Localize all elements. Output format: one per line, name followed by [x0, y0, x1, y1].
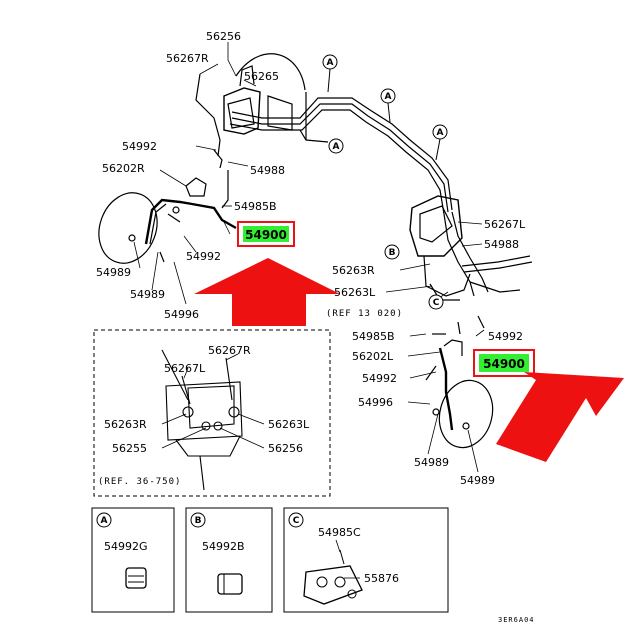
callout-c: C: [428, 294, 444, 310]
red-arrow-diagonal-icon: [496, 372, 624, 462]
label-56202R: 56202R: [102, 162, 145, 175]
highlight-54900-right: 54900: [473, 349, 535, 377]
label-54989-left2: 54989: [130, 288, 165, 301]
label-box-56256: 56256: [268, 442, 303, 455]
right-brake-hose-assembly: [425, 315, 494, 449]
label-54985B-left: 54985B: [234, 200, 277, 213]
svg-text:A: A: [437, 128, 444, 138]
svg-text:A: A: [327, 58, 334, 68]
svg-text:A: A: [333, 142, 340, 152]
legend-a-part: 54992G: [104, 540, 148, 553]
label-54988-top: 54988: [250, 164, 285, 177]
label-54989-right2: 54989: [460, 474, 495, 487]
label-54988-right: 54988: [484, 238, 519, 251]
left-brake-hose-assembly: [98, 73, 237, 264]
label-54996-right: 54996: [358, 396, 393, 409]
legend-label-b: B: [190, 512, 206, 528]
legend-box-c: [283, 507, 449, 613]
callout-b: B: [384, 244, 400, 260]
legend-box-a: [91, 507, 175, 613]
label-54992-left2: 54992: [186, 250, 221, 263]
label-box-56267R: 56267R: [208, 344, 251, 357]
label-box-56255: 56255: [112, 442, 147, 455]
label-56267R-top: 56267R: [166, 52, 209, 65]
svg-text:A: A: [101, 516, 108, 526]
label-54989-right: 54989: [414, 456, 449, 469]
legend-label-c: C: [288, 512, 304, 528]
label-54989-left: 54989: [96, 266, 131, 279]
legend-c-part1: 54985C: [318, 526, 361, 539]
highlight-54900-left: 54900: [237, 221, 295, 247]
svg-text:54900: 54900: [483, 357, 525, 371]
svg-text:54900: 54900: [245, 228, 287, 242]
label-56263L-mid: 56263L: [334, 286, 376, 299]
label-54992-right2: 54992: [362, 372, 397, 385]
callout-a-top: A: [322, 54, 338, 93]
callout-a-low: A: [328, 138, 344, 154]
legend-c-part2: 55876: [364, 572, 399, 585]
legend-b-part: 54992B: [202, 540, 245, 553]
label-56263R-mid: 56263R: [332, 264, 375, 277]
label-56202L: 56202L: [352, 350, 394, 363]
callout-a-mid: A: [380, 88, 396, 123]
label-54992-top: 54992: [122, 140, 157, 153]
part-labels: 56256 56267R 56265 54992 54988 56202R 54…: [96, 30, 535, 624]
svg-text:A: A: [385, 92, 392, 102]
brake-pipes: [223, 53, 533, 301]
label-54996-left: 54996: [164, 308, 199, 321]
label-ref-36-750: (REF. 36-750): [98, 477, 181, 487]
legend-box-b: [185, 507, 273, 613]
svg-text:B: B: [195, 516, 202, 526]
label-54992-right: 54992: [488, 330, 523, 343]
label-56265: 56265: [244, 70, 279, 83]
red-arrow-up-icon: [194, 258, 340, 326]
drawing-code: 3ER6A04: [498, 616, 535, 624]
svg-text:B: B: [389, 248, 396, 258]
svg-text:C: C: [293, 516, 300, 526]
svg-text:C: C: [433, 298, 440, 308]
label-box-56267L: 56267L: [164, 362, 206, 375]
callout-a-right: A: [432, 124, 448, 161]
label-box-56263R: 56263R: [104, 418, 147, 431]
label-54985B-right: 54985B: [352, 330, 395, 343]
label-box-56263L: 56263L: [268, 418, 310, 431]
label-ref-13-020: (REF 13 020): [326, 309, 403, 319]
leader-lines: [133, 42, 485, 579]
label-56256-top: 56256: [206, 30, 241, 43]
label-56267L-right: 56267L: [484, 218, 526, 231]
legend-label-a: A: [96, 512, 112, 528]
